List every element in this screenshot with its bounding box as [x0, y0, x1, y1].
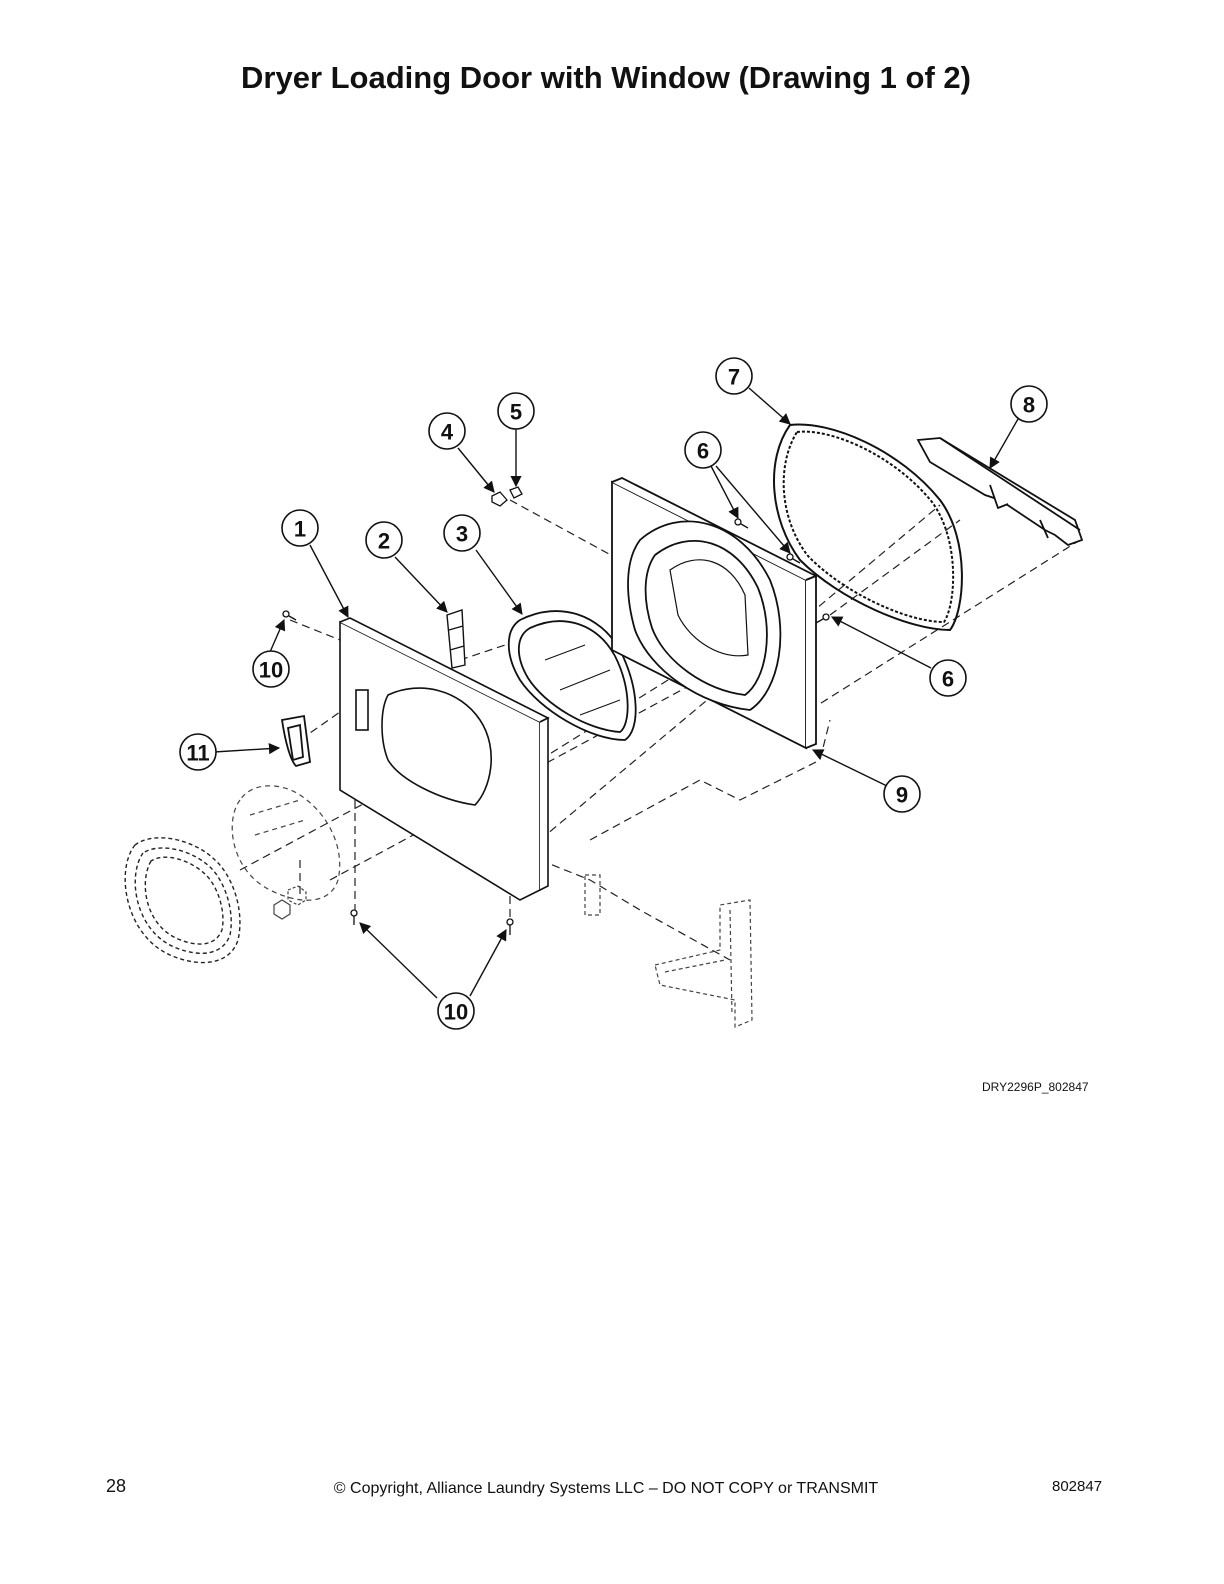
page-number: 28 — [106, 1476, 127, 1496]
part-5-clip — [509, 486, 523, 499]
part-6-screw-upper-b — [786, 553, 801, 564]
part-9-inner-door-panel — [611, 477, 819, 750]
callout-5-circle — [497, 392, 535, 430]
callout-10b-label: 10 — [444, 1000, 468, 1025]
page-title: Dryer Loading Door with Window (Drawing … — [241, 60, 971, 95]
callout-1-label: 1 — [294, 517, 306, 542]
callout-10b-circle — [437, 992, 475, 1030]
callout-6b-circle — [929, 659, 967, 697]
callout-11-circle — [179, 733, 217, 771]
callout-7-label: 7 — [728, 365, 740, 390]
document-number: 802847 — [1052, 1478, 1103, 1495]
callout-11-label: 11 — [186, 741, 209, 766]
callout-2-circle — [365, 521, 403, 559]
callout-labels: 1 2 3 4 5 6 6 7 8 9 10 10 11 — [186, 365, 1035, 1025]
callout-10a-label: 10 — [259, 658, 283, 683]
callout-6a-circle — [684, 431, 722, 469]
callout-9-circle — [883, 775, 921, 813]
drawing-id: DRY2296P_802847 — [982, 1080, 1089, 1094]
callout-8-label: 8 — [1023, 393, 1035, 418]
part-1-outer-door-panel — [339, 617, 550, 901]
part-6-screw-right — [815, 613, 830, 624]
callout-4-circle — [428, 412, 466, 450]
part-4-clip — [491, 491, 508, 507]
callout-7-circle — [715, 357, 753, 395]
callout-3-circle — [443, 514, 481, 552]
ghost-nut-bolt — [273, 885, 307, 920]
part-6-screw-upper-a — [734, 518, 749, 529]
callout-5-label: 5 — [510, 400, 522, 425]
callout-10a-circle — [252, 650, 290, 688]
callout-3-label: 3 — [456, 522, 468, 547]
part-8-handle — [916, 437, 1084, 547]
callout-leaders — [213, 387, 1019, 999]
callout-6b-label: 6 — [942, 667, 954, 692]
callout-6a-label: 6 — [697, 439, 709, 464]
part-11-handle-insert — [280, 714, 311, 768]
part-10-screw-upper — [282, 610, 297, 621]
callout-circles — [179, 357, 1048, 1030]
callout-8-circle — [1010, 385, 1048, 423]
part-10-screw-lower-right — [506, 918, 514, 935]
ghost-hinge-bracket — [584, 874, 753, 1028]
part-7-door-gasket — [773, 423, 963, 632]
screws — [282, 518, 830, 935]
copyright-notice: © Copyright, Alliance Laundry Systems LL… — [333, 1480, 879, 1497]
part-2-latch-strike — [446, 609, 466, 669]
part-3-window-glass — [507, 610, 637, 741]
callout-4-label: 4 — [441, 420, 454, 445]
callout-1-circle — [281, 509, 319, 547]
callout-2-label: 2 — [378, 529, 390, 554]
part-10-screw-lower-left — [350, 909, 358, 925]
callout-9-label: 9 — [896, 783, 908, 808]
ghost-window-glass — [231, 785, 341, 901]
ghost-window-gasket — [124, 837, 241, 964]
